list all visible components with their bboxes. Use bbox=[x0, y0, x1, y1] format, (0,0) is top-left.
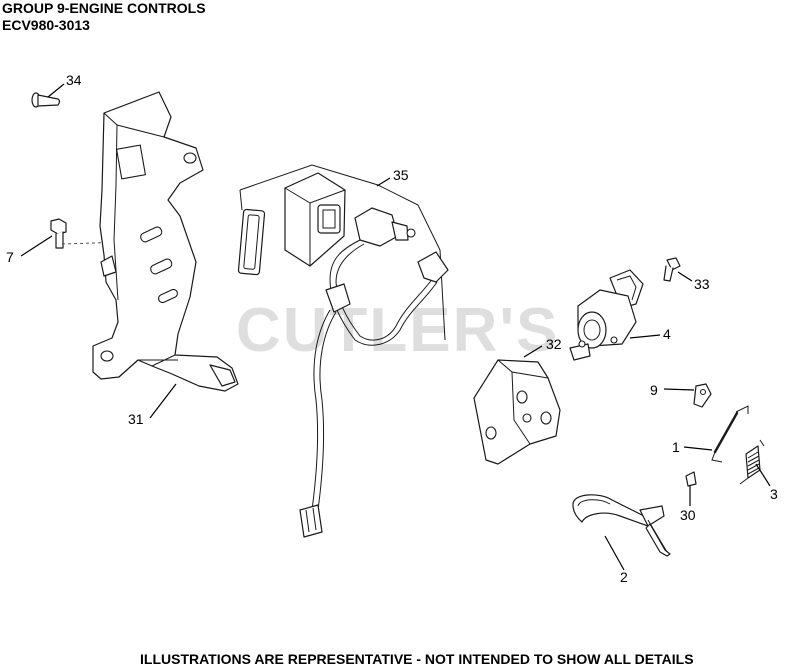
part-2-cable-tie[interactable] bbox=[572, 494, 671, 557]
svg-text:1: 1 bbox=[672, 439, 680, 455]
callout-32: 32 bbox=[523, 336, 562, 358]
callout-3: 3 bbox=[755, 463, 778, 502]
svg-text:3: 3 bbox=[770, 486, 778, 502]
group-title: GROUP 9-ENGINE CONTROLS bbox=[2, 0, 206, 16]
model-number: ECV980-3013 bbox=[2, 17, 90, 33]
svg-text:30: 30 bbox=[680, 507, 696, 523]
callout-31: 31 bbox=[128, 383, 177, 427]
part-33-screw[interactable] bbox=[663, 257, 681, 282]
callout-9: 9 bbox=[650, 382, 695, 398]
disclaimer-footer: ILLUSTRATIONS ARE REPRESENTATIVE - NOT I… bbox=[140, 651, 694, 667]
svg-text:2: 2 bbox=[620, 569, 628, 585]
svg-text:9: 9 bbox=[650, 382, 658, 398]
part-34-bolt[interactable] bbox=[31, 92, 61, 108]
part-1-linkage-rod[interactable] bbox=[711, 405, 749, 463]
part-30-clip[interactable] bbox=[685, 471, 697, 487]
svg-text:31: 31 bbox=[128, 411, 144, 427]
callout-33: 33 bbox=[677, 271, 710, 292]
part-3-spring[interactable] bbox=[739, 439, 765, 485]
callout-7: 7 bbox=[6, 235, 53, 265]
svg-text:7: 7 bbox=[6, 249, 14, 265]
watermark-logo: CUTLER'S bbox=[236, 296, 560, 365]
part-4-actuator[interactable] bbox=[569, 269, 644, 361]
part-31-mounting-bracket[interactable] bbox=[92, 91, 239, 392]
part-32-bracket[interactable] bbox=[473, 359, 561, 465]
svg-text:34: 34 bbox=[66, 72, 82, 88]
callout-34: 34 bbox=[47, 72, 82, 98]
part-35-wiring-harness[interactable] bbox=[237, 164, 449, 538]
svg-text:4: 4 bbox=[663, 326, 671, 342]
callout-2: 2 bbox=[604, 535, 628, 585]
callout-35: 35 bbox=[376, 167, 409, 187]
page-header: GROUP 9-ENGINE CONTROLS ECV980-3013 bbox=[2, 0, 206, 34]
callout-4: 4 bbox=[629, 326, 671, 342]
part-7-screw[interactable] bbox=[50, 218, 126, 249]
part-9-clip[interactable] bbox=[693, 383, 712, 408]
svg-text:32: 32 bbox=[546, 336, 562, 352]
callout-30: 30 bbox=[680, 486, 696, 523]
callout-1: 1 bbox=[672, 439, 713, 455]
svg-text:33: 33 bbox=[694, 276, 710, 292]
svg-text:35: 35 bbox=[393, 167, 409, 183]
